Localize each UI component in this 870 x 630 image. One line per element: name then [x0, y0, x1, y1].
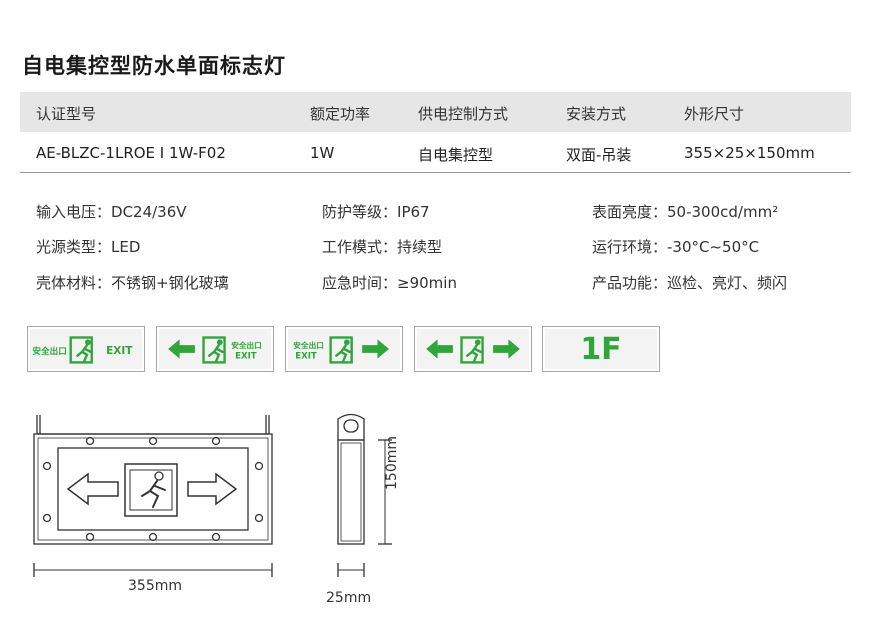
spec-header-install: 安装方式	[566, 105, 627, 123]
property-value: 巡检、亮灯、频闪	[667, 274, 788, 292]
front-view-drawing	[33, 415, 273, 577]
property-label: 光源类型：	[36, 238, 112, 256]
sign-exit-en-text: EXIT	[106, 345, 133, 357]
sign-exit-cn-text: 安全出口	[231, 340, 262, 350]
property-value: -30°C~50°C	[667, 238, 760, 256]
spec-value-install: 双面-吊装	[566, 146, 632, 164]
dimension-width-label: 355mm	[128, 578, 182, 594]
sign-exit-cn-text: 安全出口	[32, 345, 66, 357]
screw-icon	[42, 461, 52, 471]
dimension-height-label: 150mm	[384, 436, 400, 490]
screw-icon	[254, 461, 264, 471]
sign-exit-en-text: EXIT	[235, 352, 257, 362]
property-light-source: 光源类型：LED	[36, 236, 140, 257]
screw-icon	[42, 513, 52, 523]
screw-icon	[211, 436, 221, 446]
sign-exit-en-text: EXIT	[295, 352, 317, 362]
screw-icon	[85, 532, 95, 542]
arrow-left-icon	[66, 472, 119, 506]
property-label: 防护等级：	[322, 203, 398, 221]
property-value: 50-300cd/mm²	[667, 203, 779, 221]
door-icon	[124, 463, 178, 517]
spec-header-size: 外形尺寸	[684, 105, 745, 123]
running-man-icon	[344, 339, 350, 346]
property-label: 输入电压：	[36, 203, 112, 221]
property-label: 表面亮度：	[592, 203, 668, 221]
property-work-mode: 工作模式：持续型	[322, 236, 442, 257]
spec-table-bottom-rule	[20, 172, 851, 173]
floor-label: 1F	[580, 331, 622, 367]
door-icon	[202, 336, 226, 364]
sign-graphic	[426, 336, 520, 364]
sign-exit-cn-text: 安全出口	[293, 340, 324, 350]
spec-value-power: 1W	[310, 144, 335, 162]
spec-header-model: 认证型号	[36, 105, 97, 123]
property-emergency-time: 应急时间：≥90min	[322, 272, 457, 293]
screw-icon	[254, 513, 264, 523]
sign-graphic: 安全出口 EXIT	[293, 336, 389, 364]
property-input-voltage: 输入电压：DC24/36V	[36, 201, 187, 222]
screw-icon	[148, 436, 158, 446]
side-view-drawing	[337, 413, 392, 577]
door-icon	[69, 336, 93, 364]
arrow-left-icon	[426, 339, 453, 359]
spec-value-model: AE-BLZC-1LROE I 1W-F02	[36, 144, 226, 162]
sign-graphic: 安全出口 EXIT	[32, 336, 133, 364]
property-value: 不锈钢+钢化玻璃	[111, 274, 229, 292]
property-housing: 壳体材料：不锈钢+钢化玻璃	[36, 272, 229, 293]
spec-header-control: 供电控制方式	[418, 105, 509, 123]
running-man-icon	[85, 339, 91, 346]
page-title: 自电集控型防水单面标志灯	[22, 54, 286, 78]
property-brightness: 表面亮度：50-300cd/mm²	[592, 201, 778, 222]
screw-icon	[148, 532, 158, 542]
screw-icon	[85, 436, 95, 446]
property-environment: 运行环境：-30°C~50°C	[592, 236, 759, 257]
arrow-right-icon	[362, 339, 389, 359]
property-label: 壳体材料：	[36, 274, 112, 292]
sign-panel-right-arrow: 安全出口 EXIT	[285, 326, 403, 372]
property-label: 工作模式：	[322, 238, 398, 256]
door-icon	[329, 336, 353, 364]
property-value: ≥90min	[397, 274, 457, 292]
sign-graphic: 安全出口 EXIT	[168, 336, 262, 364]
running-man-icon	[154, 471, 164, 481]
property-protection: 防护等级：IP67	[322, 201, 430, 222]
property-label: 应急时间：	[322, 274, 398, 292]
arrow-right-icon	[187, 472, 238, 506]
running-man-icon	[216, 339, 223, 346]
running-man-icon	[474, 339, 481, 346]
property-value: LED	[111, 238, 141, 256]
dimension-depth-label: 25mm	[326, 590, 372, 606]
sign-panel-exit-text-man: 安全出口 EXIT	[27, 326, 145, 372]
property-value: DC24/36V	[111, 203, 187, 221]
sign-panel-floor: 1F	[542, 326, 660, 372]
screw-icon	[211, 532, 221, 542]
spec-header-power: 额定功率	[310, 105, 371, 123]
arrow-right-icon	[493, 339, 520, 359]
property-value: IP67	[397, 203, 430, 221]
spec-value-control: 自电集控型	[418, 146, 494, 164]
property-label: 运行环境：	[592, 238, 668, 256]
property-value: 持续型	[397, 238, 443, 256]
arrow-left-icon	[168, 339, 195, 359]
spec-table-header-bar	[20, 92, 851, 132]
sign-panel-double-arrow	[414, 326, 532, 372]
sign-panel-left-arrow: 安全出口 EXIT	[156, 326, 274, 372]
door-icon	[460, 336, 484, 364]
spec-value-size: 355×25×150mm	[684, 144, 815, 162]
property-label: 产品功能：	[592, 274, 668, 292]
property-function: 产品功能：巡检、亮灯、频闪	[592, 272, 787, 293]
